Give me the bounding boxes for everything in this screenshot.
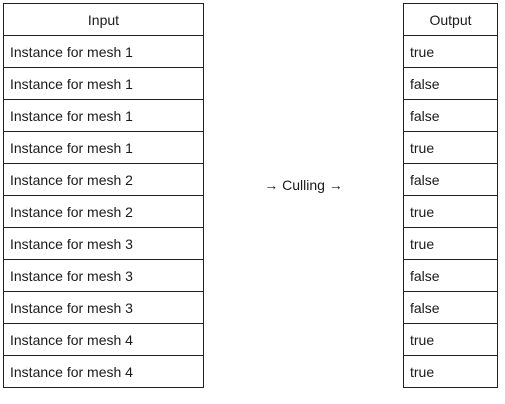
output-header: Output	[403, 3, 498, 36]
input-row: Instance for mesh 3	[3, 259, 204, 292]
input-row: Instance for mesh 2	[3, 163, 204, 196]
input-header: Input	[3, 3, 204, 36]
output-row: true	[403, 355, 498, 388]
output-row: false	[403, 99, 498, 132]
input-row: Instance for mesh 1	[3, 35, 204, 68]
output-row: true	[403, 227, 498, 260]
input-row: Instance for mesh 1	[3, 99, 204, 132]
output-row: false	[403, 291, 498, 324]
output-row: false	[403, 163, 498, 196]
output-row: false	[403, 259, 498, 292]
input-row: Instance for mesh 4	[3, 355, 204, 388]
input-row: Instance for mesh 2	[3, 195, 204, 228]
output-row: true	[403, 323, 498, 356]
input-row: Instance for mesh 1	[3, 67, 204, 100]
output-row: true	[403, 195, 498, 228]
input-row: Instance for mesh 3	[3, 227, 204, 260]
output-table: Output true false false true false true …	[403, 3, 498, 388]
input-row: Instance for mesh 3	[3, 291, 204, 324]
output-row: true	[403, 131, 498, 164]
input-row: Instance for mesh 1	[3, 131, 204, 164]
input-table: Input Instance for mesh 1 Instance for m…	[3, 3, 204, 388]
output-row: true	[403, 35, 498, 68]
input-row: Instance for mesh 4	[3, 323, 204, 356]
culling-process-label: → Culling →	[264, 176, 343, 193]
output-row: false	[403, 67, 498, 100]
